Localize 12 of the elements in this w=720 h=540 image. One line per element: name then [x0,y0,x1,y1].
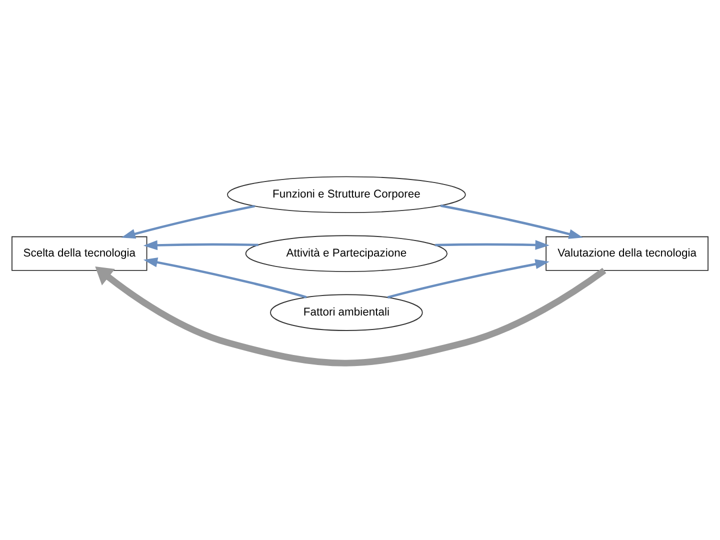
node-ellipse: Funzioni e Strutture Corporee [227,176,466,214]
node-ellipse: Attività e Partecipazione [245,235,448,272]
node-ellipse: Fattori ambientali [270,294,423,331]
arrow [143,257,307,298]
arrow [95,266,606,366]
arrow [143,240,258,250]
arrow [121,204,255,239]
node-box: Scelta della tecnologia [12,236,148,271]
arrow [435,240,550,250]
node-box: Valutazione della tecnologia [546,236,708,271]
arrow [387,259,550,299]
arrow [440,204,583,239]
